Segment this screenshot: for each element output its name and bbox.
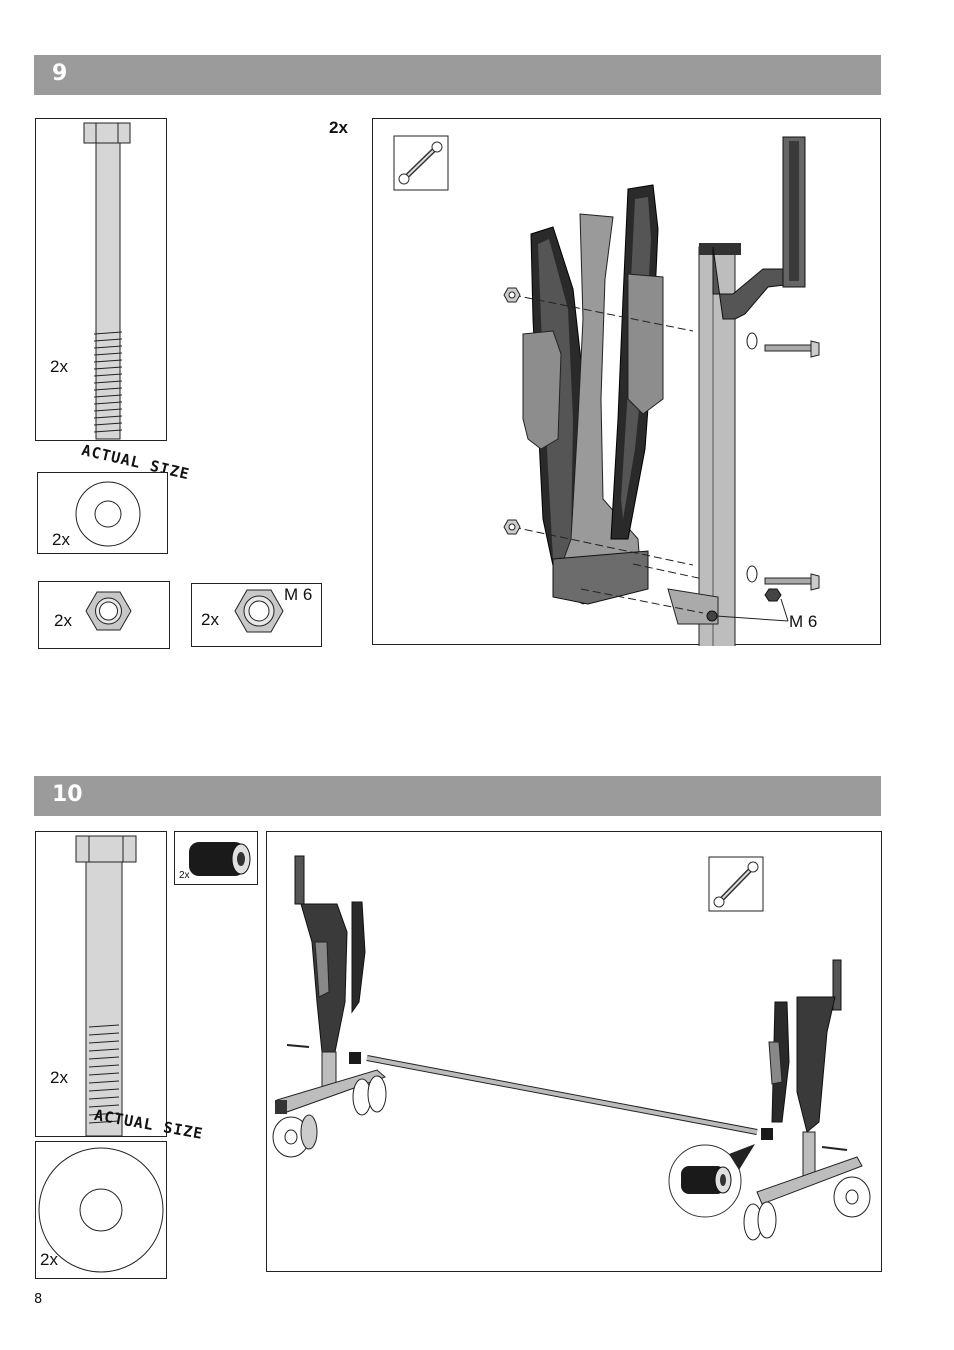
m6-callout-label: M 6 <box>789 612 818 631</box>
leg-assembly-drawing <box>393 135 820 646</box>
assembly-quantity: 2x <box>329 118 348 137</box>
bolt-drawing <box>83 122 131 440</box>
step-9-header: 9 <box>34 55 881 95</box>
step-9-nut-panel: 2x <box>38 581 170 649</box>
wrench-icon <box>398 141 443 185</box>
locknut-quantity: 2x <box>201 610 219 629</box>
locknut-size-label: M 6 <box>284 585 313 604</box>
frame-assembly-drawing <box>272 855 871 1241</box>
washer-drawing <box>75 481 141 547</box>
long-bolt-quantity: 2x <box>50 1068 68 1087</box>
step-10-number: 10 <box>52 782 83 807</box>
step-10-assembly-panel <box>266 831 882 1272</box>
step-9-locknut-panel: 2x M 6 <box>191 583 322 647</box>
step-9-bolt-panel: 2x <box>35 118 167 441</box>
locknut-drawing <box>234 589 284 633</box>
step-10-washer-panel: 2x <box>35 1141 167 1279</box>
step-10-spacer-panel: 2x <box>174 831 258 885</box>
bolt-quantity: 2x <box>50 357 68 376</box>
step-9-assembly-panel: M 6 <box>372 118 881 646</box>
step-9-number: 9 <box>52 61 68 86</box>
nut-quantity: 2x <box>54 611 72 630</box>
spacer-quantity: 2x <box>179 870 190 881</box>
step-10-header: 10 <box>34 776 881 816</box>
step-10-bolt-panel: 2x <box>35 831 167 1137</box>
large-washer-drawing <box>38 1147 164 1273</box>
wrench-icon-2 <box>713 861 759 908</box>
nut-drawing <box>85 591 132 631</box>
large-washer-quantity: 2x <box>40 1250 58 1269</box>
page-number: 8 <box>34 1292 43 1307</box>
washer-quantity: 2x <box>52 530 70 549</box>
step-9-washer-panel: 2x <box>37 472 168 554</box>
long-bolt-drawing <box>75 835 137 1137</box>
spacer-drawing <box>189 842 251 876</box>
